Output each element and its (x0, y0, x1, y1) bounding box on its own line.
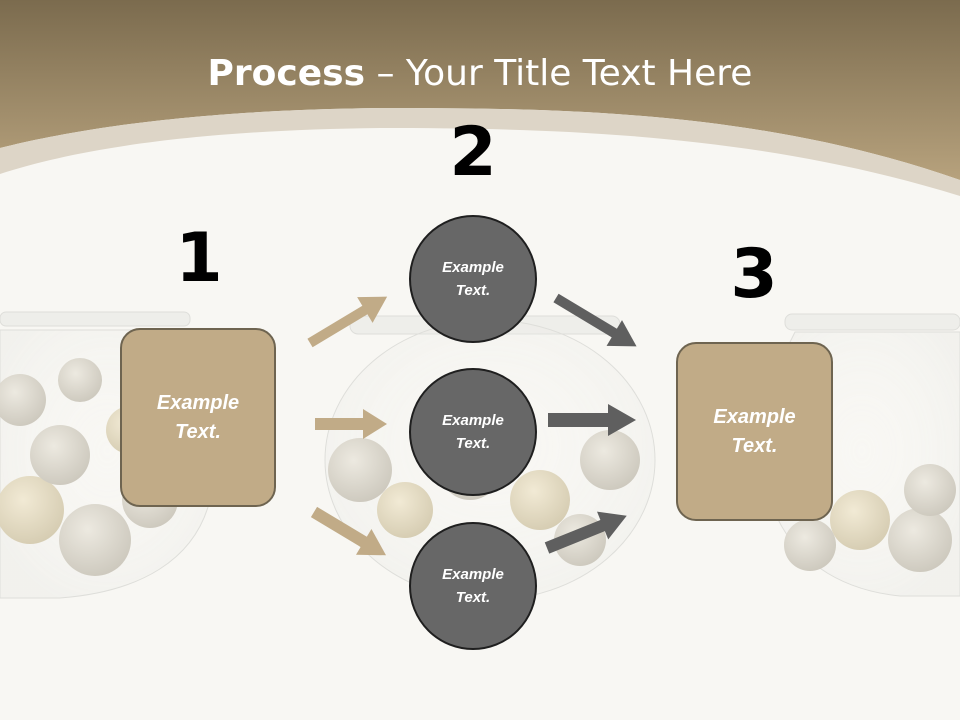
step-2-circle-3-text: Example Text. (442, 566, 504, 606)
step-2-circle-1-text: Example Text. (442, 259, 504, 299)
title-rest: – Your Title Text Here (365, 53, 753, 94)
title-bold: Process (207, 53, 366, 94)
step-2-circle-2: Example Text. (409, 368, 537, 496)
step-2-circle-3: Example Text. (409, 522, 537, 650)
step-2-circle-1: Example Text. (409, 215, 537, 343)
step-1-text: Example Text. (156, 391, 240, 443)
step-number-2: 2 (449, 113, 497, 192)
slide-title: Process – Your Title Text Here (0, 52, 960, 96)
step-number-1: 1 (175, 219, 223, 298)
step-3-text: Example Text. (713, 405, 796, 457)
step-1-box: Example Text. (120, 328, 276, 507)
step-number-3: 3 (730, 235, 778, 314)
step-3-box: Example Text. (676, 342, 833, 521)
step-2-circle-2-text: Example Text. (442, 412, 504, 452)
